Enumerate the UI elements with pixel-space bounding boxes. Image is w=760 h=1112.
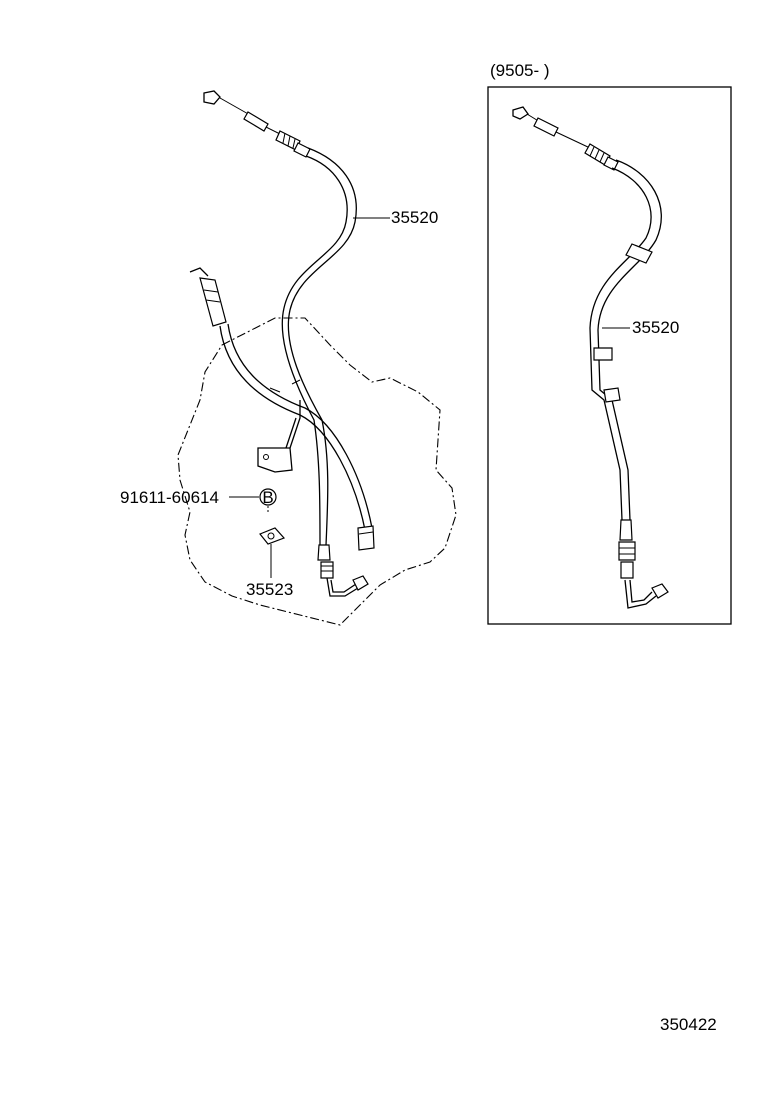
transmission-housing-outline bbox=[177, 317, 457, 626]
part-number-cable-inset: 35520 bbox=[632, 318, 679, 337]
inset-range-label: (9505- ) bbox=[490, 61, 550, 80]
mounting-bracket bbox=[257, 379, 301, 473]
throttle-cable-main bbox=[203, 90, 369, 597]
part-number-bracket: 35523 bbox=[246, 580, 293, 599]
part-number-bolt: 91611-60614 bbox=[120, 488, 219, 507]
inset-frame bbox=[487, 86, 732, 625]
bolt-icon bbox=[259, 488, 277, 506]
secondary-cable bbox=[189, 267, 375, 551]
throttle-cable-inset bbox=[512, 106, 669, 609]
bolt-callout: B bbox=[229, 488, 277, 514]
bolt-symbol-label: B bbox=[262, 488, 273, 507]
part-number-cable-main: 35520 bbox=[391, 208, 438, 227]
bracket-35523 bbox=[259, 527, 286, 578]
figure-number: 350422 bbox=[660, 1015, 717, 1034]
